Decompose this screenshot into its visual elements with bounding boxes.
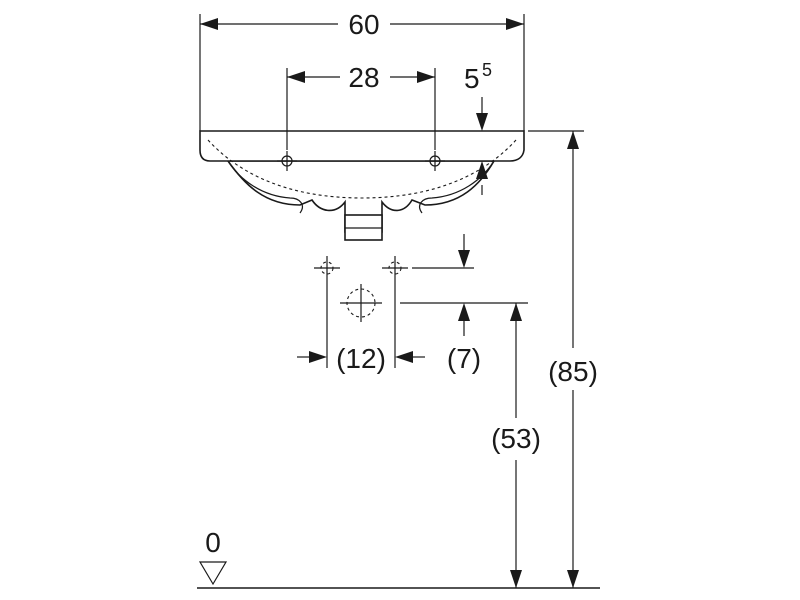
fixing-point-left xyxy=(314,256,340,280)
basin-left-lobe xyxy=(227,160,303,214)
fixing-point-right xyxy=(382,256,408,280)
dim-waste-offset-label: (7) xyxy=(447,343,481,374)
dim-waste-spacing: (12) xyxy=(297,280,425,374)
washbasin-outline xyxy=(199,130,525,241)
dim-rim-height: (85) xyxy=(528,130,598,588)
basin-inner-dashed xyxy=(207,139,517,199)
dim-tap-spacing-label: 28 xyxy=(348,62,379,93)
dim-waste-spacing-label: (12) xyxy=(336,343,386,374)
basin-rim xyxy=(199,130,525,162)
dim-tap-spacing: 28 xyxy=(286,62,436,150)
dim-rim-offset: 5 5 xyxy=(464,60,492,195)
dim-width-total: 60 xyxy=(199,9,525,131)
dim-rim-height-label: (85) xyxy=(548,356,598,387)
dim-waste-height-label: (53) xyxy=(491,423,541,454)
waste-outlet-symbol xyxy=(340,284,382,322)
dim-rim-offset-superscript: 5 xyxy=(482,60,492,80)
floor-level-label: 0 xyxy=(205,527,221,558)
floor-level-marker: 0 xyxy=(197,527,600,589)
tap-hole-right xyxy=(425,151,445,171)
level-triangle-icon xyxy=(198,561,228,586)
dim-waste-offset: (7) xyxy=(400,234,528,374)
dim-rim-offset-label: 5 xyxy=(464,63,480,94)
dim-width-total-label: 60 xyxy=(348,9,379,40)
dim-waste-height: (53) xyxy=(491,303,541,588)
tap-hole-left xyxy=(277,151,297,171)
